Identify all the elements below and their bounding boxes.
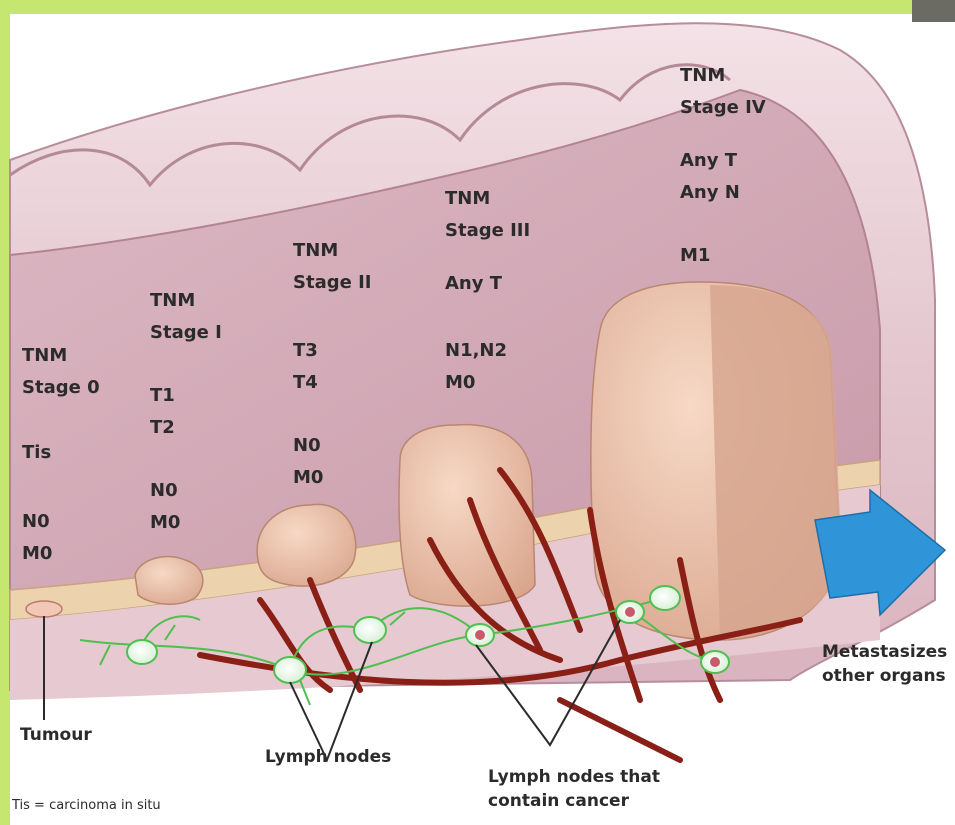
tumour-stage-4-cut xyxy=(710,285,842,640)
stage-4-heading: TNM Stage IV xyxy=(680,60,766,124)
frame-top-border xyxy=(0,0,955,14)
lymph-nodes-callout: Lymph nodes xyxy=(265,745,391,769)
frame-corner-tab xyxy=(912,0,955,22)
stage-3-heading: TNM Stage III xyxy=(445,183,530,247)
stage-3-nm: N1,N2 M0 xyxy=(445,335,507,399)
footnote: Tis = carcinoma in situ xyxy=(12,798,161,813)
stage-1-t: T1 T2 xyxy=(150,380,175,444)
stage-0-heading: TNM Stage 0 xyxy=(22,340,100,404)
tumour-stage-0 xyxy=(26,601,62,617)
stage-0-t: Tis xyxy=(22,437,51,469)
tumour-callout: Tumour xyxy=(20,723,92,747)
stage-2-nm: N0 M0 xyxy=(293,430,323,494)
stage-0-nm: N0 M0 xyxy=(22,506,52,570)
stage-1-heading: TNM Stage I xyxy=(150,285,222,349)
lymph-nodes-cancer-callout: Lymph nodes that contain cancer xyxy=(488,765,668,813)
stage-2-heading: TNM Stage II xyxy=(293,235,371,299)
stage-4-t: Any T Any N xyxy=(680,145,740,209)
frame-left-border xyxy=(0,0,10,825)
stage-4-nm: M1 xyxy=(680,240,710,272)
stage-2-t: T3 T4 xyxy=(293,335,318,399)
stage-3-t: Any T xyxy=(445,268,502,300)
metastasizes-callout: Metastasizes other organs xyxy=(822,640,952,688)
tumour-stage-3 xyxy=(399,425,535,606)
stage-1-nm: N0 M0 xyxy=(150,475,180,539)
tumour-stage-1 xyxy=(135,556,203,604)
